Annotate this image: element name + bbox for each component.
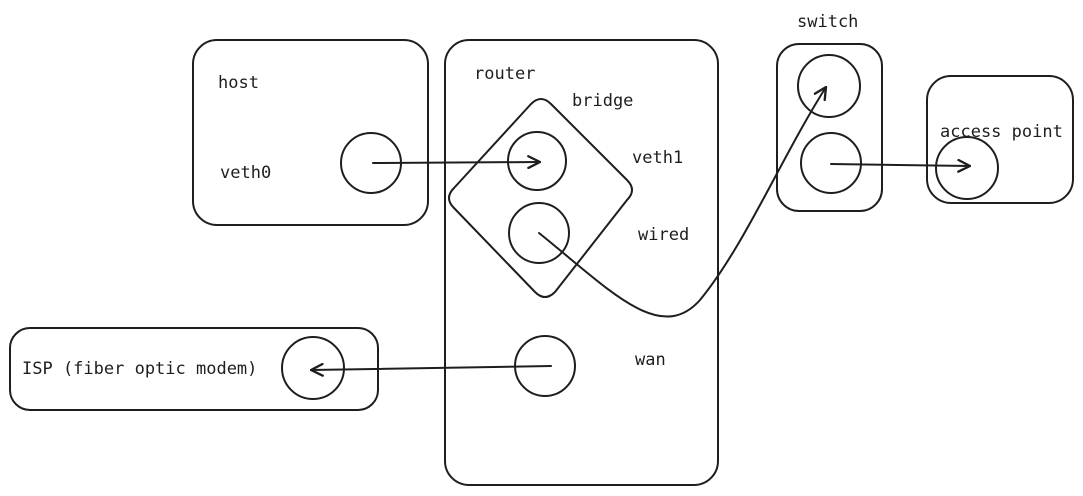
router-label: router	[474, 64, 535, 84]
isp-port	[281, 336, 345, 400]
wired-label: wired	[638, 225, 689, 245]
switch-box	[776, 43, 883, 212]
bridge-diamond	[448, 98, 633, 298]
veth0-label: veth0	[220, 163, 271, 183]
switch-port-bottom	[800, 132, 862, 194]
access-point-box	[926, 75, 1074, 204]
host-box	[192, 39, 429, 226]
wan-label: wan	[635, 350, 666, 370]
veth1-label: veth1	[632, 148, 683, 168]
switch-label: switch	[797, 12, 858, 32]
access-point-port	[935, 136, 999, 200]
isp-label: ISP (fiber optic modem)	[22, 359, 257, 379]
arrow-veth0-to-veth1	[372, 155, 542, 170]
host-label: host	[218, 73, 259, 93]
switch-port-top	[797, 54, 861, 118]
arrow-wan-to-isp	[309, 362, 552, 377]
veth1-port	[507, 131, 567, 191]
arrow-wired-to-switch	[538, 85, 828, 318]
wired-port	[508, 202, 570, 264]
bridge-label: bridge	[572, 91, 633, 111]
arrow-switch-to-access-point	[830, 158, 972, 173]
router-box	[444, 39, 719, 486]
